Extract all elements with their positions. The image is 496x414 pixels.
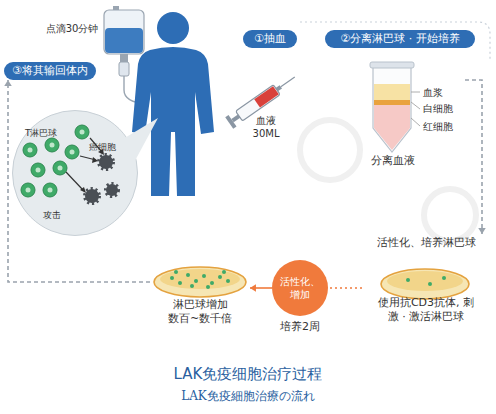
step-label: ③将其输回体内 xyxy=(4,64,96,78)
arrow-head xyxy=(250,284,256,292)
test-tube xyxy=(370,62,420,152)
step-label: ②分离淋巴球 · 开始培养 xyxy=(325,32,475,46)
diagram-caption: LAK免疫細胞治療の流れ xyxy=(0,388,496,404)
arrow-head xyxy=(478,228,486,234)
callout-circle: T淋巴球癌细胞攻击 xyxy=(12,110,138,236)
cell-label: 攻击 xyxy=(43,209,83,221)
patient-figure xyxy=(132,12,214,196)
dish-note: 淋巴球增加 数百~数千倍 xyxy=(167,298,233,326)
process-circle: 活性化、增加培养2周 xyxy=(272,260,328,316)
step-label: ①抽血 xyxy=(243,32,297,46)
flow-connector xyxy=(250,287,272,289)
flow-connector xyxy=(328,287,362,289)
dish-note: 使用抗CD3抗体, 刺激 · 激活淋巴球 xyxy=(376,296,476,324)
infusion-note: 点滴30分钟 xyxy=(40,22,104,35)
iv-bag xyxy=(104,6,146,104)
tube-caption: 分离血液 xyxy=(345,154,440,168)
test-tube-node: 血浆白细胞红细胞分离血液 xyxy=(345,58,465,168)
circle-label: 活性化、增加 xyxy=(279,275,321,301)
petri-dish xyxy=(381,269,469,299)
culture-dish: 淋巴球增加 数百~数千倍 xyxy=(150,262,250,328)
flow-connector xyxy=(465,80,482,234)
step-badge: ②分离淋巴球 · 开始培养 xyxy=(325,30,475,48)
layer-label: 红细胞 xyxy=(423,120,463,133)
cell-label: 癌细胞 xyxy=(89,141,133,153)
arrow-head xyxy=(4,80,12,86)
step-badge: ①抽血 xyxy=(243,30,297,48)
step-badge: ③将其输回体内 xyxy=(4,62,96,80)
flow-connector xyxy=(8,80,150,282)
duration-label: 培养2周 xyxy=(260,320,340,334)
layer-label: 血浆 xyxy=(423,86,463,99)
petri-dish xyxy=(154,267,246,297)
diagram-title: LAK免疫细胞治疗过程 xyxy=(0,364,496,384)
blood-volume: 血液 30ML xyxy=(246,114,286,140)
culture-dish: 活性化、培养淋巴球使用抗CD3抗体, 刺激 · 激活淋巴球 xyxy=(362,236,490,330)
cell-label: T淋巴球 xyxy=(25,127,75,139)
background-pattern xyxy=(300,120,476,241)
dish-heading: 活性化、培养淋巴球 xyxy=(362,236,490,250)
layer-label: 白细胞 xyxy=(423,102,463,115)
